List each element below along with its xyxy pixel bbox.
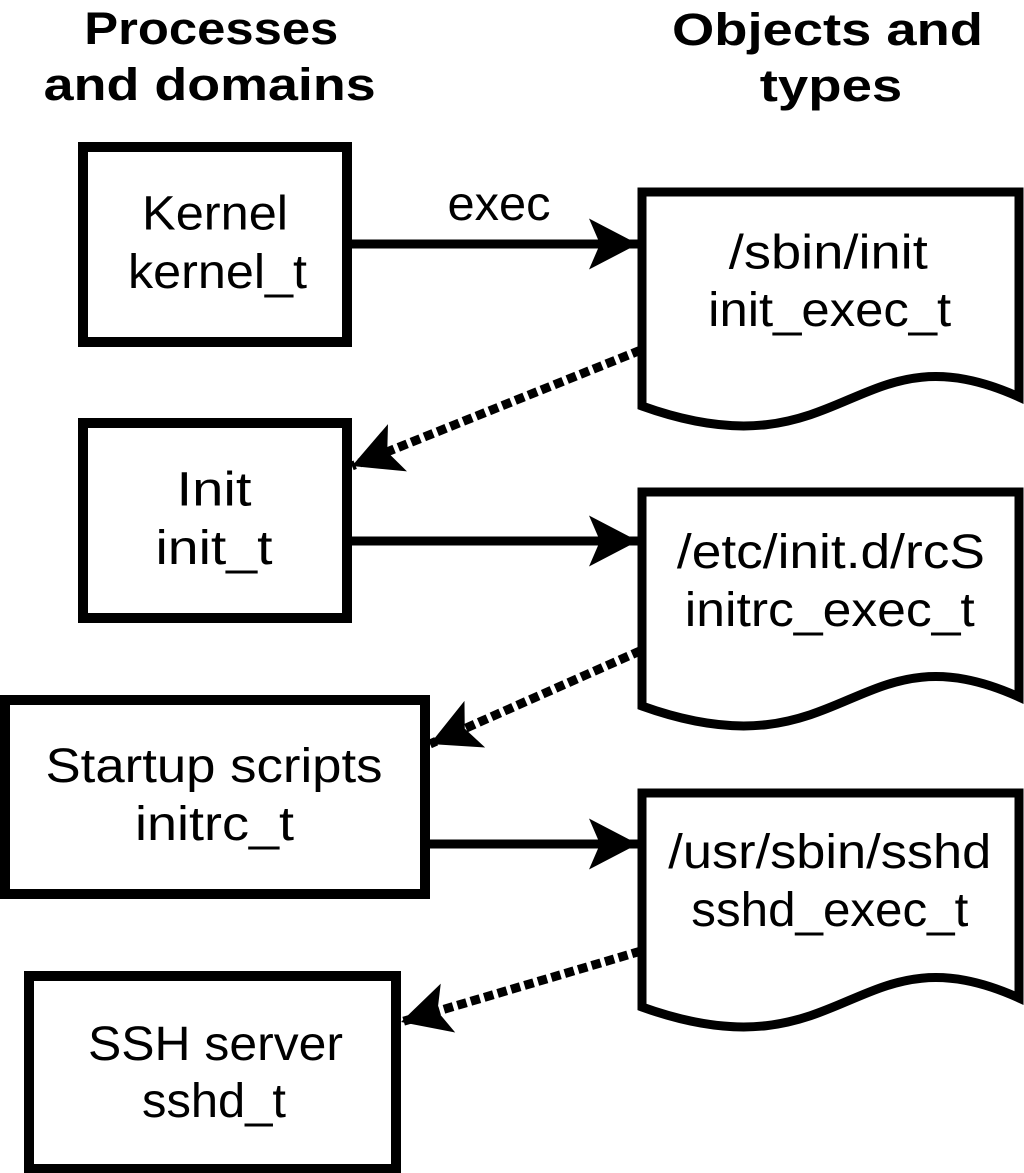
svg-text:Objects and: Objects and xyxy=(672,4,983,55)
svg-text:Startup scripts: Startup scripts xyxy=(46,740,383,793)
svg-text:sshd_t: sshd_t xyxy=(142,1075,286,1128)
svg-text:Processes: Processes xyxy=(84,3,338,54)
svg-text:sshd_exec_t: sshd_exec_t xyxy=(691,884,968,937)
svg-text:/usr/sbin/sshd: /usr/sbin/sshd xyxy=(668,826,991,879)
svg-text:SSH server: SSH server xyxy=(88,1018,343,1071)
svg-text:Init: Init xyxy=(177,464,252,517)
svg-text:Kernel: Kernel xyxy=(142,188,288,241)
svg-text:exec: exec xyxy=(448,178,551,231)
svg-text:kernel_t: kernel_t xyxy=(128,246,307,299)
svg-text:types: types xyxy=(760,60,903,111)
svg-text:and domains: and domains xyxy=(44,59,376,110)
svg-text:init_t: init_t xyxy=(156,522,273,575)
svg-text:/etc/init.d/rcS: /etc/init.d/rcS xyxy=(677,526,985,579)
svg-text:initrc_t: initrc_t xyxy=(135,798,294,851)
svg-text:init_exec_t: init_exec_t xyxy=(708,284,951,337)
svg-text:/sbin/init: /sbin/init xyxy=(729,227,928,280)
svg-text:initrc_exec_t: initrc_exec_t xyxy=(685,584,975,637)
